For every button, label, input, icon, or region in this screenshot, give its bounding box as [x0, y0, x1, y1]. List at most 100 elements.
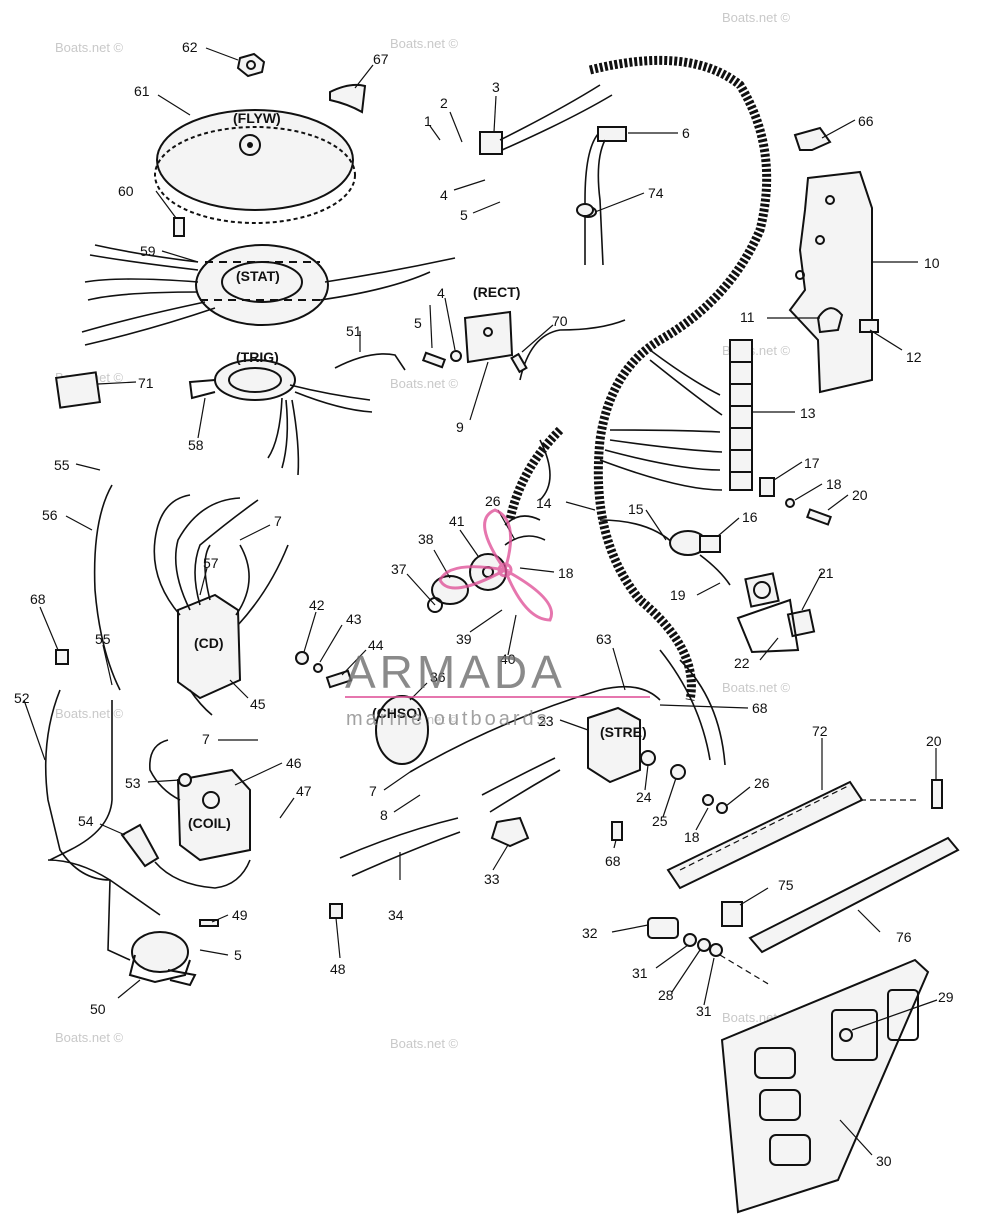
washer-part	[702, 794, 714, 806]
trigger-part: (TRIG)	[188, 349, 296, 401]
callout-43: 43	[346, 611, 362, 627]
terminal-block-part	[729, 339, 753, 491]
callout-67: 67	[373, 51, 389, 67]
screw-part	[859, 319, 879, 333]
callout-18: 18	[826, 476, 842, 492]
callout-37: 37	[391, 561, 407, 577]
callout-23: 23	[538, 713, 554, 729]
callout-66: 66	[858, 113, 874, 129]
screw-part	[806, 508, 832, 526]
screw-part	[173, 217, 185, 237]
callout-9: 9	[456, 419, 464, 435]
callout-6: 6	[682, 125, 690, 141]
screw-part	[325, 669, 353, 689]
callout-5c: 5	[234, 947, 242, 963]
callout-12: 12	[906, 349, 922, 365]
jumper-part	[759, 477, 775, 497]
clamp-part	[816, 307, 844, 334]
watermark: Boats.net ©	[390, 376, 459, 391]
screw-part	[611, 821, 623, 841]
callout-70: 70	[552, 313, 568, 329]
callout-59: 59	[140, 243, 156, 259]
callout-75: 75	[778, 877, 794, 893]
callout-63: 63	[596, 631, 612, 647]
callout-18b: 18	[558, 565, 574, 581]
callout-19: 19	[670, 587, 686, 603]
callout-25: 25	[652, 813, 668, 829]
cd-wires	[153, 494, 289, 716]
callout-50: 50	[90, 1001, 106, 1017]
callout-46: 46	[286, 755, 302, 771]
watermark: Boats.net ©	[390, 36, 459, 51]
callout-31: 31	[632, 965, 648, 981]
washer-part	[785, 498, 795, 508]
nut-part	[670, 764, 686, 780]
callout-13: 13	[800, 405, 816, 421]
callout-72: 72	[812, 723, 828, 739]
key-part	[329, 83, 367, 114]
stator-part: (STAT)	[195, 244, 329, 326]
callout-38: 38	[418, 531, 434, 547]
callout-71: 71	[138, 375, 154, 391]
nut-part	[716, 802, 728, 814]
callout-56: 56	[42, 507, 58, 523]
callout-numbers: 62 67 61 2 3 1 6 4 5 74 66 10 11 12 13 1…	[14, 39, 954, 1169]
trig-label: (TRIG)	[236, 349, 279, 365]
callout-14: 14	[536, 495, 552, 511]
callout-17: 17	[804, 455, 820, 471]
nut-part	[236, 52, 266, 78]
choke-solenoid-part: (CHSO)	[372, 695, 429, 765]
brand-name: ARMADA	[345, 646, 566, 698]
callout-11: 11	[740, 309, 755, 325]
clip-part	[329, 903, 343, 919]
callout-55b: 55	[95, 631, 111, 647]
watermark: Boats.net ©	[390, 1036, 459, 1051]
rectifier-part: (RECT)	[463, 284, 520, 364]
key-switch-part	[669, 530, 731, 586]
callout-41: 41	[449, 513, 465, 529]
washer-part	[450, 350, 462, 362]
callout-74: 74	[648, 185, 664, 201]
decal-part	[54, 371, 102, 409]
propeller-icon	[438, 508, 553, 622]
callout-29: 29	[938, 989, 954, 1005]
cd-label: (CD)	[194, 635, 224, 651]
armada-logo: ARMADA marine outboards	[345, 508, 650, 730]
callout-26: 26	[485, 493, 501, 509]
watermark: Boats.net ©	[722, 680, 791, 695]
callout-5b: 5	[414, 315, 422, 331]
chso-label: (CHSO)	[372, 705, 422, 721]
lead-wires	[44, 484, 161, 961]
callout-68c: 68	[605, 853, 621, 869]
callout-47: 47	[296, 783, 312, 799]
callout-31b: 31	[696, 1003, 712, 1019]
callout-68b: 68	[752, 700, 768, 716]
callout-1: 1	[424, 113, 432, 129]
callout-26b: 26	[754, 775, 770, 791]
mounting-plate-part	[720, 958, 930, 1214]
callout-55: 55	[54, 457, 70, 473]
callout-44: 44	[368, 637, 384, 653]
callout-16: 16	[742, 509, 758, 525]
callout-2: 2	[440, 95, 448, 111]
fuse-part	[647, 917, 771, 986]
bracket-part	[788, 170, 873, 394]
callout-5: 5	[460, 207, 468, 223]
callout-32: 32	[582, 925, 598, 941]
rect-label: (RECT)	[473, 284, 520, 300]
nut-part	[295, 651, 309, 665]
callout-4b: 4	[437, 285, 445, 301]
leader-lines	[23, 47, 938, 1156]
callout-24: 24	[636, 789, 652, 805]
stator-wires	[81, 244, 456, 346]
callout-34: 34	[388, 907, 404, 923]
screw-part	[931, 779, 943, 809]
callout-10: 10	[924, 255, 940, 271]
callout-40: 40	[500, 651, 516, 667]
fuse-holder-part	[721, 901, 743, 927]
callout-7: 7	[274, 513, 282, 529]
starter-solenoid-part: (STRE)	[587, 706, 647, 784]
stat-label: (STAT)	[236, 268, 280, 284]
trigger-wires	[267, 384, 373, 476]
flywheel-part: (FLYW)	[154, 109, 356, 224]
